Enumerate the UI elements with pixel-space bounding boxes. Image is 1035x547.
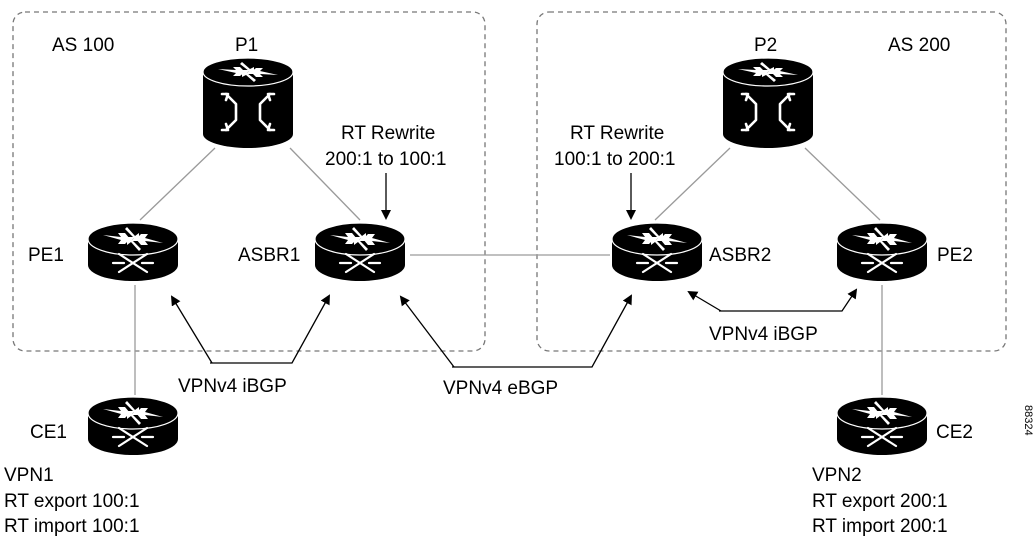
router-asbr1 — [313, 221, 407, 283]
vpn2-name: VPN2 — [812, 465, 862, 486]
rt-rewrite-right-rule: 100:1 to 200:1 — [554, 149, 676, 170]
router-p1 — [201, 56, 295, 150]
ibgp-left-arrow — [210, 294, 330, 364]
link-p2-asbr2 — [654, 147, 731, 221]
router-ce1 — [86, 395, 180, 457]
as200-label: AS 200 — [888, 35, 950, 56]
ibgp-right-arrow-tail — [687, 290, 722, 312]
router-pe1 — [86, 221, 180, 283]
rt-rewrite-right-title: RT Rewrite — [570, 123, 664, 144]
rt-rewrite-left-rule: 200:1 to 100:1 — [325, 149, 447, 170]
vpn2-export: RT export 200:1 — [812, 491, 948, 512]
link-p1-asbr1 — [289, 147, 361, 221]
ibgp-right-arrow — [719, 288, 858, 312]
router-asbr2 — [610, 221, 704, 283]
router-p2 — [721, 56, 815, 150]
router-ce2 — [835, 395, 929, 457]
as200-boundary — [536, 11, 1007, 352]
ibgp-left-label: VPNv4 iBGP — [178, 376, 287, 397]
pe2-label: PE2 — [937, 245, 973, 266]
router-pe2 — [835, 221, 929, 283]
ce2-label: CE2 — [936, 422, 973, 443]
figure-id: 88324 — [1022, 405, 1034, 436]
bgp-sessions — [170, 173, 858, 368]
p1-label: P1 — [235, 35, 258, 56]
pe1-label: PE1 — [28, 245, 64, 266]
link-p2-pe2 — [804, 147, 881, 221]
p2-label: P2 — [754, 35, 777, 56]
vpn1-export: RT export 100:1 — [4, 491, 140, 512]
rt-rewrite-left-title: RT Rewrite — [341, 123, 435, 144]
as100-boundary — [12, 11, 486, 352]
ibgp-left-arrow-tail — [170, 295, 213, 364]
vpn1-name: VPN1 — [4, 465, 54, 486]
ibgp-right-label: VPNv4 iBGP — [709, 324, 818, 345]
asbr1-label: ASBR1 — [238, 245, 300, 266]
physical-links — [134, 147, 883, 395]
ebgp-arrow-tail — [399, 295, 455, 368]
as100-label: AS 100 — [52, 35, 114, 56]
ebgp-label: VPNv4 eBGP — [443, 378, 558, 399]
vpn1-import: RT import 100:1 — [4, 516, 140, 537]
asbr2-label: ASBR2 — [709, 245, 771, 266]
link-p1-pe1 — [139, 147, 216, 221]
ebgp-arrow — [452, 294, 632, 368]
vpn2-import: RT import 200:1 — [812, 516, 948, 537]
ce1-label: CE1 — [30, 422, 67, 443]
